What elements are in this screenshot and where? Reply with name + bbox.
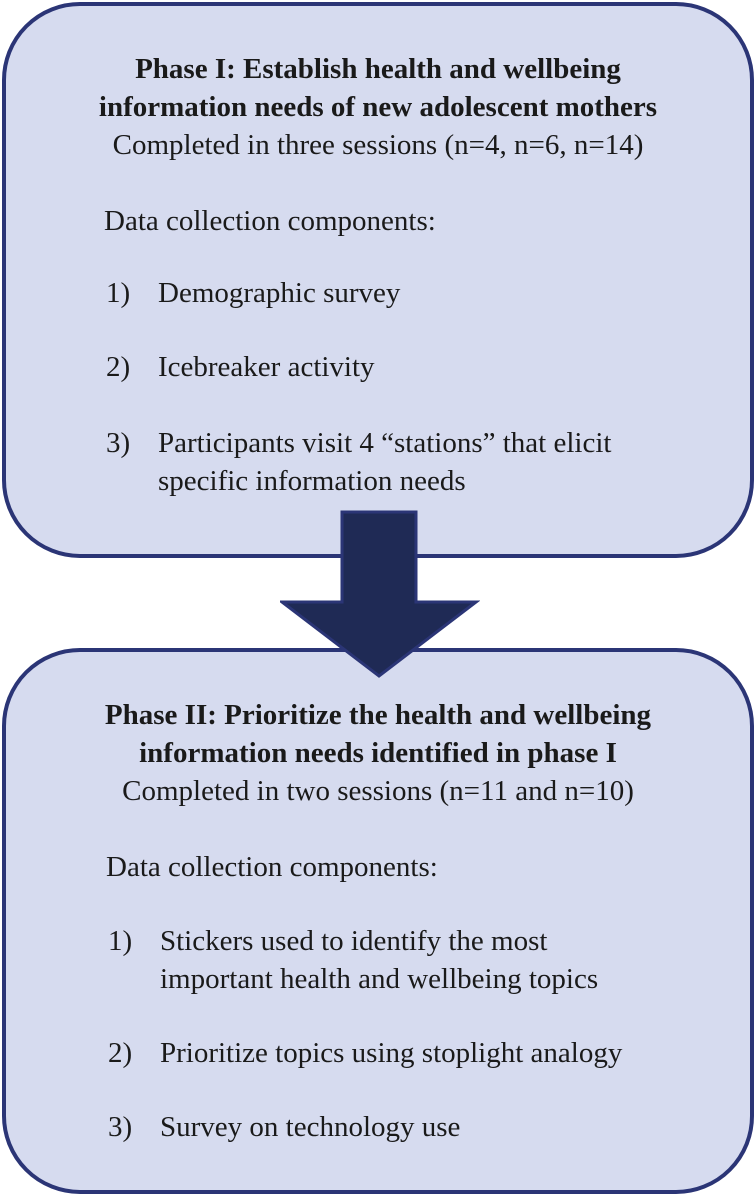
- phase-1-title-line-1: Phase I: Establish health and wellbeing: [135, 53, 621, 85]
- phase-1-item: 1) Demographic survey: [106, 274, 706, 312]
- phase-2-item-text: Prioritize topics using stoplight analog…: [160, 1037, 623, 1069]
- phase-2-item: 1) Stickers used to identify the most im…: [108, 922, 728, 998]
- phase-1-item-text: Participants visit 4 “stations” that eli…: [158, 427, 612, 497]
- phase-2-item-text: Stickers used to identify the most impor…: [160, 925, 599, 995]
- phase-2-components-label: Data collection components:: [106, 851, 438, 883]
- phase-1-item-text: Icebreaker activity: [158, 351, 375, 383]
- phase-1-item-text: Demographic survey: [158, 277, 401, 309]
- phase-1-components-label: Data collection components:: [104, 205, 436, 237]
- phase-1-box: Phase I: Establish health and wellbeing …: [2, 2, 754, 558]
- phase-2-box: Phase II: Prioritize the health and well…: [2, 648, 754, 1194]
- phase-1-item-number: 1): [106, 277, 131, 309]
- phase-1-item: 3) Participants visit 4 “stations” that …: [106, 424, 726, 500]
- phase-2-title-line-2: information needs identified in phase I: [139, 737, 617, 769]
- down-arrow-icon: [280, 510, 480, 678]
- phase-2-item-text: Survey on technology use: [160, 1111, 461, 1143]
- phase-2-item: 2) Prioritize topics using stoplight ana…: [108, 1034, 728, 1072]
- phase-2-item-number: 3): [108, 1111, 133, 1143]
- phase-2-item: 3) Survey on technology use: [108, 1108, 728, 1146]
- phase-1-title-line-2: information needs of new adolescent moth…: [98, 91, 658, 123]
- phase-1-item-number: 3): [106, 427, 131, 459]
- phase-1-item: 2) Icebreaker activity: [106, 348, 706, 386]
- phase-2-title-line-1: Phase II: Prioritize the health and well…: [104, 699, 652, 731]
- phase-2-subtitle: Completed in two sessions (n=11 and n=10…: [122, 775, 634, 807]
- phase-1-item-number: 2): [106, 351, 131, 383]
- down-arrow-shape: [280, 510, 480, 678]
- phase-2-item-number: 2): [108, 1037, 133, 1069]
- phase-1-subtitle: Completed in three sessions (n=4, n=6, n…: [112, 129, 644, 161]
- phase-2-item-number: 1): [108, 925, 133, 957]
